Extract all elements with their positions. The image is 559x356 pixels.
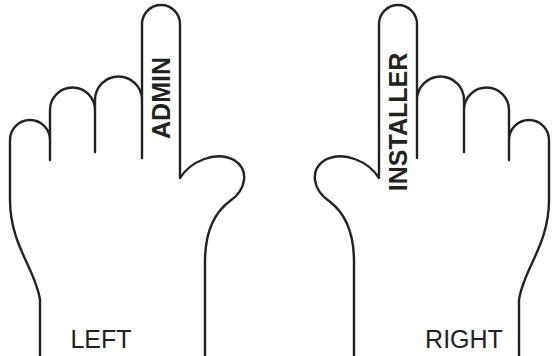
finger-label: ADMIN: [149, 57, 174, 139]
finger-label: INSTALLER: [386, 53, 411, 191]
right-hand: [315, 5, 549, 356]
left-hand: [10, 5, 244, 356]
hand-side-label: LEFT: [70, 327, 131, 352]
hand-side-label: RIGHT: [425, 327, 503, 352]
right-hand-group: [315, 5, 549, 356]
